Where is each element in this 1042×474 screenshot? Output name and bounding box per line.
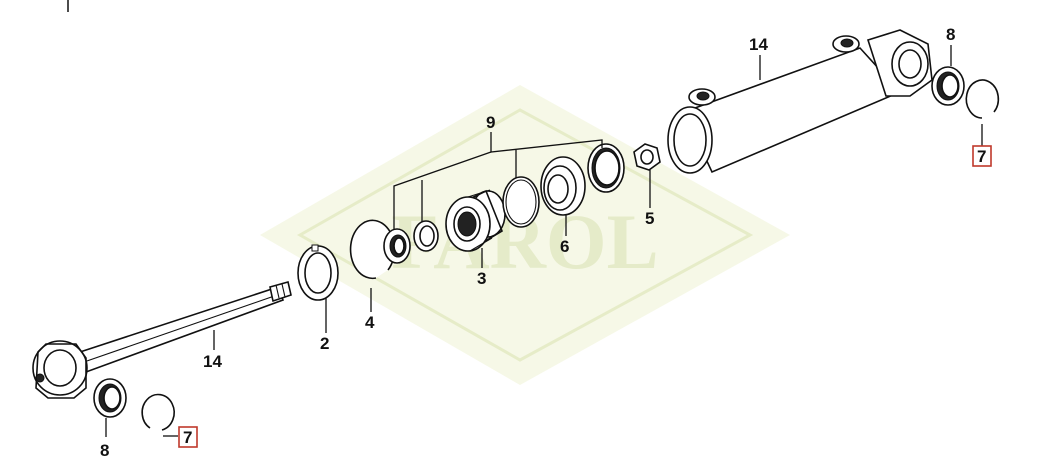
label-rod: 14 <box>203 352 222 371</box>
piston-seal <box>587 143 625 193</box>
label-wiper-barrel-end: 8 <box>946 25 955 44</box>
label-ring-barrel-end: 7 <box>977 147 986 166</box>
piston <box>445 189 506 252</box>
label-seal-kit: 9 <box>486 113 495 132</box>
label-nut: 2 <box>320 334 329 353</box>
callout-ring-rod-end[interactable]: 7 <box>178 426 198 448</box>
label-wiper-rod-end: 8 <box>100 441 109 460</box>
cylinder-barrel <box>667 29 933 174</box>
rod-wiper <box>413 220 439 252</box>
snap-ring-rod-end <box>141 393 175 431</box>
callout-ring-barrel-end[interactable]: 7 <box>972 145 992 167</box>
snap-ring-barrel-end <box>965 79 1000 119</box>
label-piston: 3 <box>477 269 486 288</box>
leader-lines <box>105 45 983 437</box>
wiper-seal-rod-end <box>93 378 127 418</box>
label-snap-ring: 4 <box>365 313 375 332</box>
piston-rod <box>32 281 292 399</box>
gland-nut <box>297 244 339 301</box>
label-ring-rod-end: 7 <box>183 428 192 447</box>
o-ring <box>502 176 540 228</box>
wiper-seal-barrel-end <box>931 66 965 106</box>
piston-ring <box>540 156 586 216</box>
lock-nut <box>633 143 661 171</box>
label-barrel: 14 <box>749 35 768 54</box>
label-piston-ring: 6 <box>560 237 569 256</box>
label-lock-nut: 5 <box>645 209 654 228</box>
rod-seal <box>383 228 411 264</box>
